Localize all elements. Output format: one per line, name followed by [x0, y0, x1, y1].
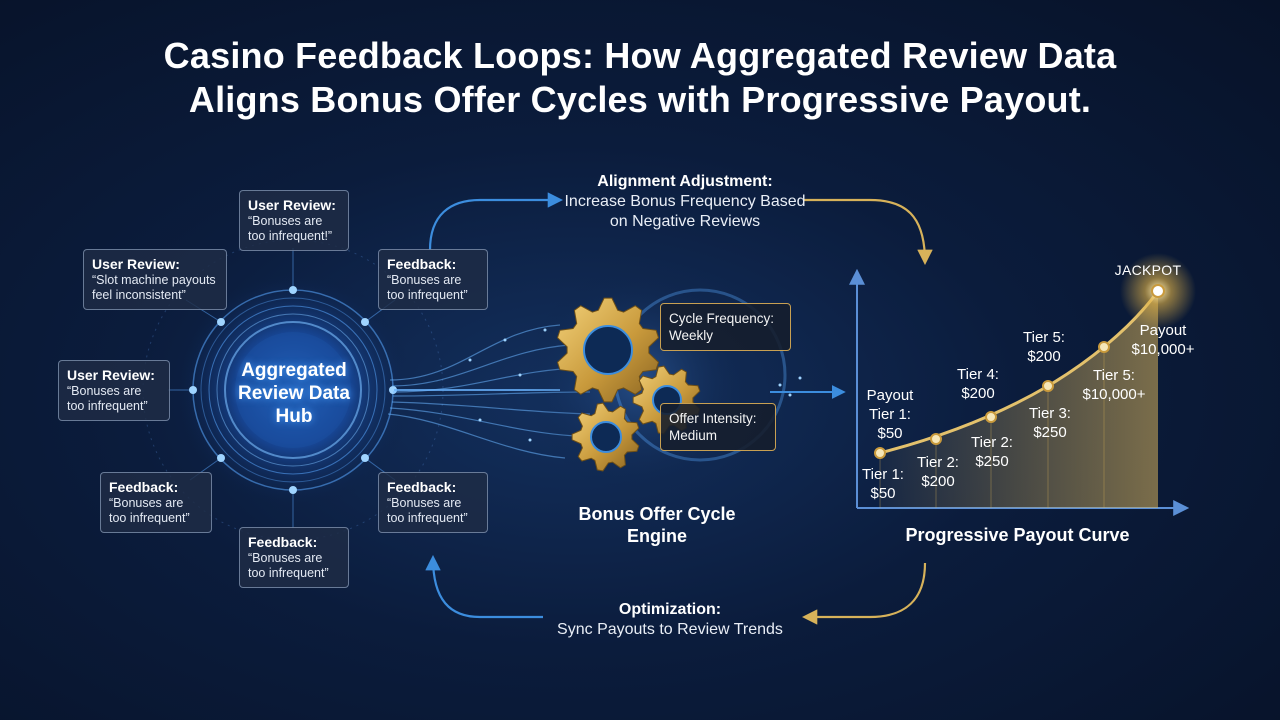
feedback-body: “Bonuses are too infrequent” — [109, 496, 190, 525]
tier4-label: Tier 4: $200 — [957, 366, 999, 402]
review-body: “Bonuses are too infrequent” — [67, 384, 148, 413]
hub-label: Aggregated Review Data Hub — [238, 360, 350, 427]
optimization-body: Sync Payouts to Review Trends — [557, 621, 783, 638]
review-heading: User Review: — [248, 197, 336, 213]
review-card-top: User Review: “Bonuses are too infrequent… — [239, 190, 349, 251]
review-body: “Slot machine payouts feel inconsistent” — [92, 273, 216, 302]
cycle-frequency-card: Cycle Frequency: Weekly — [660, 303, 791, 351]
title-line-1: Casino Feedback Loops: How Aggregated Re… — [163, 35, 1117, 76]
page-title: Casino Feedback Loops: How Aggregated Re… — [0, 34, 1280, 122]
feedback-card-top-right: Feedback: “Bonuses are too infrequent” — [378, 249, 488, 310]
feedback-card-bottom-right: Feedback: “Bonuses are too infrequent” — [378, 472, 488, 533]
optimization-arrow-out — [425, 554, 543, 619]
feedback-card-bottom: Feedback: “Bonuses are too infrequent” — [239, 527, 349, 588]
optimization-heading: Optimization: — [618, 601, 722, 618]
tier5-label: Tier 5: $10,000+ — [1082, 367, 1146, 403]
feedback-heading: Feedback: — [387, 479, 457, 495]
curve-area — [880, 291, 1158, 508]
jackpot-label: JACKPOT — [1114, 262, 1182, 278]
tier5-top-label: Tier 5: $200 — [1023, 329, 1065, 365]
tier2-low-label: Tier 2: $200 — [917, 454, 959, 490]
payout-tier1-label: Payout Tier 1: $50 — [866, 387, 914, 442]
feedback-body: “Bonuses are too infrequent” — [248, 551, 329, 580]
alignment-arrow-in — [428, 192, 564, 251]
feedback-card-bottom-left: Feedback: “Bonuses are too infrequent” — [100, 472, 212, 533]
small-gear-icon-hub — [590, 421, 622, 453]
alignment-body: Increase Bonus Frequency Based on Negati… — [564, 193, 806, 230]
tier3-label: Tier 3: $250 — [1029, 405, 1071, 441]
feedback-heading: Feedback: — [248, 534, 318, 550]
payout-top-label: Payout $10,000+ — [1131, 322, 1195, 358]
review-heading: User Review: — [92, 256, 180, 272]
review-body: “Bonuses are too infrequent!” — [248, 214, 333, 243]
alignment-adjustment: Alignment Adjustment: Increase Bonus Fre… — [560, 172, 810, 232]
feedback-heading: Feedback: — [387, 256, 457, 272]
alignment-heading: Alignment Adjustment: — [597, 173, 773, 190]
curve-title: Progressive Payout Curve — [905, 525, 1130, 545]
alignment-arrow-out — [803, 198, 933, 266]
review-card-top-left: User Review: “Slot machine payouts feel … — [83, 249, 227, 310]
feedback-body: “Bonuses are too infrequent” — [387, 496, 468, 525]
offer-intensity-card: Offer Intensity: Medium — [660, 403, 776, 451]
large-gear-icon-hub — [583, 325, 633, 375]
review-card-left: User Review: “Bonuses are too infrequent… — [58, 360, 170, 421]
curve-points — [874, 284, 1165, 459]
engine-label: Bonus Offer Cycle Engine — [578, 504, 736, 546]
review-heading: User Review: — [67, 367, 155, 383]
feedback-body: “Bonuses are too infrequent” — [387, 273, 468, 302]
optimization-arrow-in — [801, 562, 927, 625]
curve-drop-lines — [879, 347, 1105, 508]
title-line-2: Aligns Bonus Offer Cycles with Progressi… — [188, 79, 1092, 120]
hub-rings — [142, 239, 444, 541]
tier2-label: Tier 2: $250 — [971, 434, 1013, 470]
feedback-heading: Feedback: — [109, 479, 179, 495]
optimization: Optimization: Sync Payouts to Review Tre… — [545, 600, 795, 640]
tier1-label: Tier 1: $50 — [862, 466, 904, 502]
